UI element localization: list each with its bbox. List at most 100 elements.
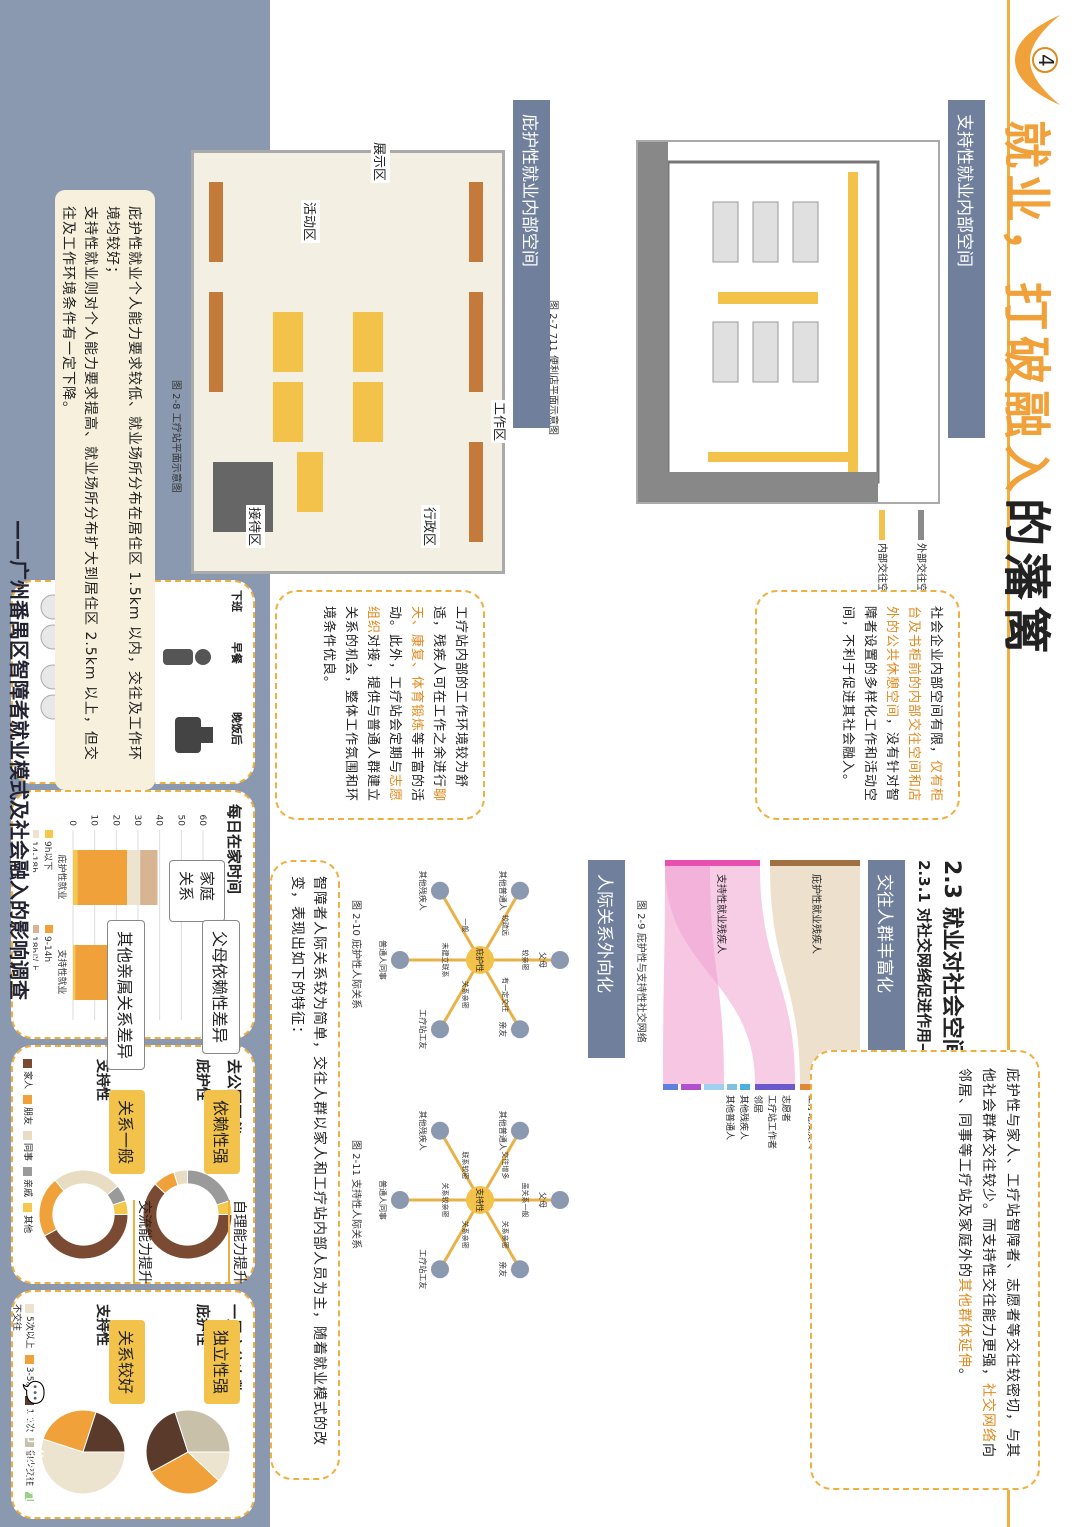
y-tick-label: 20 xyxy=(110,815,120,827)
home-time-title: 每日在家时间 xyxy=(225,804,243,895)
weekly-pie-a xyxy=(145,1409,231,1495)
network-edge-label: 关系亲密 xyxy=(461,981,470,1009)
support-space-bar: 支持性就业内部空间 xyxy=(948,100,985,438)
network-node-label: 其他残疾人 xyxy=(418,871,428,911)
hands-icon xyxy=(1015,15,1060,105)
bar-segment xyxy=(140,850,158,905)
network-node xyxy=(511,1121,529,1140)
network-node-label: 普通人同事 xyxy=(378,940,388,980)
bar-segment xyxy=(77,850,128,905)
network-node xyxy=(391,951,409,969)
daily-label-1: 下班 xyxy=(230,590,243,612)
family-tag: 家庭关系 xyxy=(169,860,225,922)
zone-work: 工作区 xyxy=(491,400,510,444)
summary-line-1: 庇护性就业个人能力要求较低、就业场所分布在居住区 1.5km 以内，交往及工作环… xyxy=(104,206,142,761)
network-node xyxy=(511,881,529,900)
legend-item: 5次以上 xyxy=(24,1304,34,1349)
network-edge-label: 关系亲密 xyxy=(461,1221,470,1249)
network-node xyxy=(511,1260,529,1279)
network-node-label: 工疗站工友 xyxy=(418,1249,428,1289)
row2-arrow: 交流能力提升 xyxy=(133,1200,155,1284)
y-tick-label: 0 xyxy=(67,820,77,826)
network-node xyxy=(551,1191,569,1209)
category-label: 庇护性就业 xyxy=(56,854,68,899)
network-support: 父母虽关系一般亲友关系亲密工疗站工友关系亲密普通人同事关系较亲密其他残疾人联系较… xyxy=(378,1111,569,1289)
support-space-text: 社会企业内部空间有限，仅有柜台及书柜前的内部交往空间和店外的公共休憩空间，没有针… xyxy=(755,590,960,820)
network-edge-label: 虽关系一般 xyxy=(521,1183,530,1218)
network-edge-label: 联系较密 xyxy=(461,1151,470,1179)
row2-diff: 其他亲属关系差异 xyxy=(107,920,145,1071)
title-highlight: 融入 xyxy=(998,390,1054,499)
footer-title: ——广州番禺区智障者就业模式及社会融入的影响调查 xyxy=(7,520,31,1000)
network-node-label: 普通人同事 xyxy=(378,1180,388,1220)
park-companion-card: 去公园同伴 庇护性 支持性 家人朋友同事亲戚其他 xyxy=(11,1045,255,1284)
network-edge-label: 交往增多 xyxy=(501,1151,510,1179)
network-node-label: 亲友 xyxy=(498,1261,508,1277)
network-node-label: 父母 xyxy=(538,952,547,968)
sankey-left-labels: 庇护性就业残疾人 支持性就业残疾人 xyxy=(715,874,821,954)
network-node xyxy=(391,1191,409,1209)
bar-segment xyxy=(73,945,76,1000)
row2-to: 关系较好 xyxy=(109,1320,145,1405)
y-tick-label: 60 xyxy=(197,815,207,827)
pie-slice xyxy=(150,1451,220,1495)
row1-to: 独立性强 xyxy=(204,1320,240,1405)
workshop-plan xyxy=(191,150,505,574)
net1-caption: 图 2-10 庇护性人际关系 xyxy=(350,900,361,1010)
network-center-label: 庇护性 xyxy=(475,948,485,972)
pie-slice xyxy=(82,1411,126,1453)
header-logo: 4 xyxy=(1010,10,1070,110)
network-center-label: 支持性 xyxy=(475,1188,485,1212)
main-text: 庇护性与家人、工疗站智障者、志愿者等交往较密切，与其他社会群体交往较少。而支持性… xyxy=(810,1050,1040,1490)
weekly-pie-b xyxy=(40,1409,126,1495)
shelter-space-text: 工疗站内部的工作环境较为舒适，残疾人可在工作之余进行聊天、康复、体育锻炼等丰富的… xyxy=(275,590,485,820)
network-shelter: 父母较亲密亲友有一定交往工疗站工友关系亲密普通人同事未建立联系其他残疾人一般其他… xyxy=(378,871,569,1049)
network-node xyxy=(511,1020,529,1039)
network-edge-label: 一般 xyxy=(461,918,470,932)
daily-label-2: 早餐 xyxy=(230,642,243,664)
y-tick-label: 50 xyxy=(175,815,185,827)
network-node xyxy=(551,951,569,969)
bar-segment xyxy=(72,850,78,905)
legend-item: 同事 xyxy=(22,1131,32,1161)
network-edge-label: 未建立联系 xyxy=(441,943,450,978)
legend-item: 朋友 xyxy=(22,1095,32,1125)
network-node xyxy=(431,1260,449,1279)
row1-diff: 父母依赖性差异 xyxy=(202,920,240,1055)
title-suffix: 的藩篱 xyxy=(998,498,1054,661)
y-tick-label: 10 xyxy=(89,815,99,827)
pie-slice xyxy=(40,1438,126,1495)
row1-arrow: 自理能力提升 xyxy=(228,1200,250,1284)
title-prefix: 就业，打破 xyxy=(998,120,1054,391)
network-node-label: 其他残疾人 xyxy=(418,1111,428,1151)
workshop-plan-caption: 图 2-8 工疗站平面示意图 xyxy=(170,380,181,493)
zone-activity: 活动区 xyxy=(301,200,320,244)
category-label: 支持性就业 xyxy=(56,949,68,994)
page-number: 4 xyxy=(1034,54,1058,67)
park-ring-a xyxy=(142,1169,233,1260)
network-node-label: 工疗站工友 xyxy=(418,1009,428,1049)
network-node xyxy=(431,881,449,900)
network-node xyxy=(431,1020,449,1039)
summary-line-2: 支持性就业则对个人能力要求提高、就业场所分布扩大到居住区 2.5km 以上，但交… xyxy=(60,206,98,761)
workshop-plan-drawing xyxy=(192,151,504,573)
park-ring-b xyxy=(38,1169,129,1260)
zone-reception: 接待区 xyxy=(246,505,265,549)
page-title: 就业，打破融入的藩篱 xyxy=(996,120,1066,660)
park-legend: 家人朋友同事亲戚其他 xyxy=(22,1059,35,1274)
legend-item: 亲戚 xyxy=(22,1167,32,1197)
pie-slice xyxy=(42,1409,97,1453)
row1-from: 依赖性强 xyxy=(204,1090,240,1175)
zone-admin: 行政区 xyxy=(421,505,440,549)
legend-label: 9h以下 xyxy=(42,841,52,870)
pie-slice xyxy=(174,1409,231,1453)
rich-bar: 交往人群丰富化 xyxy=(868,860,905,1068)
network-edge-label: 有一定交往 xyxy=(501,977,510,1012)
weekly-visits-card: 一周交往次数 庇护性 支持性 5次以上3-5次1-2次很少交往不交往 xyxy=(11,1290,255,1519)
network-node-label: 其他普通人 xyxy=(498,871,508,911)
network-node-label: 其他普通人 xyxy=(498,1111,508,1151)
out-bar: 人际关系外向化 xyxy=(588,860,625,1058)
legend-label: 9-14h xyxy=(42,936,52,962)
bottom-summary: 庇护性就业个人能力要求较低、就业场所分布在居住区 1.5km 以内，交往及工作环… xyxy=(55,190,155,790)
network-edge-label: 较亲密 xyxy=(521,950,530,971)
